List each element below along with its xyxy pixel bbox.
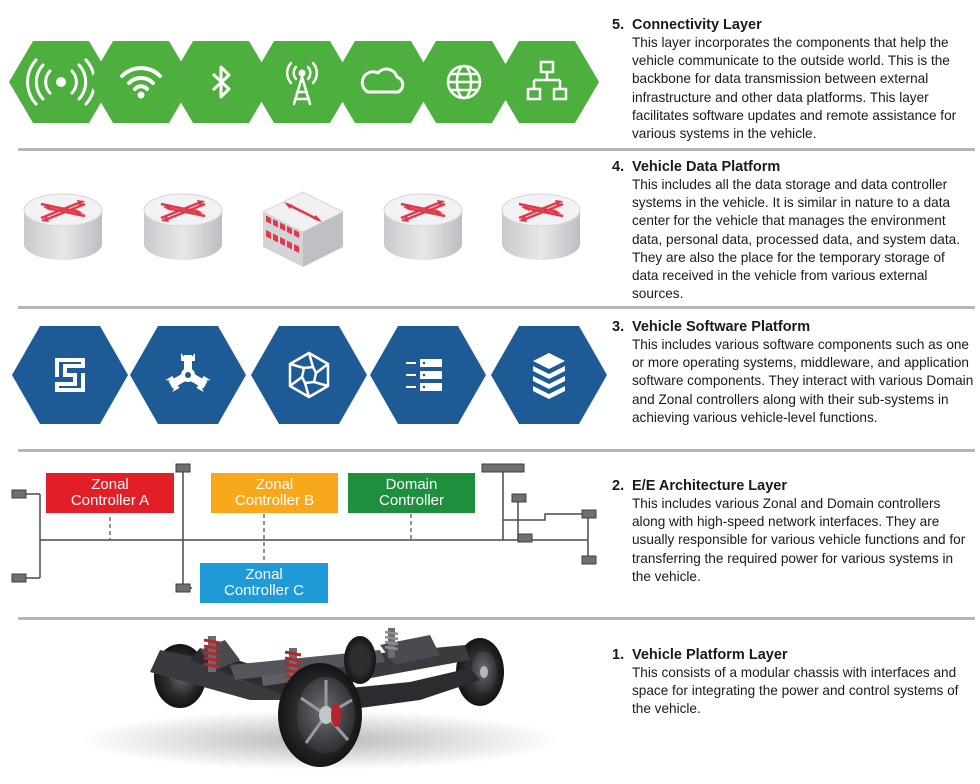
layer-title: 2. E/E Architecture Layer	[612, 477, 974, 495]
connector-port	[511, 493, 527, 503]
radio-signal-icon	[9, 41, 113, 123]
connector-port	[11, 489, 27, 499]
hexagon-spiral-icon	[251, 326, 367, 424]
layer-title: 1. Vehicle Platform Layer	[612, 646, 974, 664]
controller-line2: Controller	[378, 492, 445, 509]
layer-number: 5.	[612, 17, 625, 33]
layers-stack-icon	[491, 326, 607, 424]
software-platform-layer-text: 3. Vehicle Software Platform This includ…	[612, 318, 974, 427]
layer-title-text: E/E Architecture Layer	[632, 478, 787, 494]
layer-title: 3. Vehicle Software Platform	[612, 318, 974, 336]
rear-suspension	[384, 628, 399, 658]
controller-line1: Zonal	[255, 476, 294, 493]
connector-port	[481, 463, 525, 473]
layer-divider	[18, 617, 975, 620]
zonal-controller-b: Zonal Controller B	[211, 473, 338, 513]
front-left-wheel	[278, 663, 362, 767]
connector-port	[517, 533, 533, 543]
connector-port	[175, 583, 191, 593]
controller-line1: Zonal	[245, 566, 283, 583]
tools-icon	[130, 326, 246, 424]
controller-line2: Controller B	[234, 492, 315, 509]
layer-title-text: Connectivity Layer	[632, 17, 762, 33]
ee-architecture-layer-text: 2. E/E Architecture Layer This includes …	[612, 477, 974, 586]
connectivity-layer-text: 5. Connectivity Layer This layer incorpo…	[612, 16, 974, 143]
layer-divider	[18, 306, 975, 309]
front-right-wheel	[344, 636, 376, 684]
layer-divider	[18, 148, 975, 151]
software-platform-icons	[12, 326, 607, 424]
connector-port	[175, 463, 191, 473]
layer-number: 1.	[612, 647, 625, 663]
layer-number: 3.	[612, 319, 625, 335]
data-platform-layer-text: 4. Vehicle Data Platform This includes a…	[612, 158, 974, 303]
controller-line1: Zonal	[91, 476, 129, 493]
layer-description: This includes various software component…	[632, 337, 974, 425]
front-suspension	[203, 636, 302, 684]
ee-architecture-network	[11, 463, 597, 593]
network-icon	[495, 41, 599, 123]
switch-icon	[261, 191, 345, 267]
layer-number: 4.	[612, 159, 625, 175]
server-list-icon	[370, 326, 486, 424]
controller-line1: Domain	[385, 476, 438, 493]
layer-title-text: Vehicle Platform Layer	[632, 647, 788, 663]
layer-title: 5. Connectivity Layer	[612, 16, 974, 34]
zonal-controller-c: Zonal Controller C	[200, 563, 328, 603]
controller-line2: Controller C	[223, 582, 305, 599]
connector-port	[581, 509, 597, 519]
layer-description: This consists of a modular chassis with …	[632, 665, 959, 717]
data-platform-icons	[22, 191, 582, 267]
layer-title: 4. Vehicle Data Platform	[612, 158, 974, 176]
vehicle-chassis-illustration	[80, 628, 560, 770]
layer-title-text: Vehicle Data Platform	[632, 159, 781, 175]
layer-description: This includes all the data storage and d…	[632, 177, 960, 302]
rear-right-wheel	[456, 638, 504, 706]
vehicle-platform-layer-text: 1. Vehicle Platform Layer This consists …	[612, 646, 974, 719]
connector-port	[11, 573, 27, 583]
connectivity-icons	[9, 41, 599, 123]
globe-icon	[412, 41, 516, 123]
layer-description: This includes various Zonal and Domain c…	[632, 496, 966, 584]
framework-icon	[12, 326, 128, 424]
cloud-icon	[331, 41, 435, 123]
layer-divider	[18, 449, 975, 452]
bluetooth-icon	[169, 41, 273, 123]
cell-tower-icon	[250, 41, 354, 123]
domain-controller: Domain Controller	[348, 473, 475, 513]
layer-number: 2.	[612, 478, 625, 494]
wifi-icon	[89, 41, 193, 123]
zonal-controller-a: Zonal Controller A	[46, 473, 174, 513]
connector-port	[581, 555, 597, 565]
controller-line2: Controller A	[70, 492, 150, 509]
layer-title-text: Vehicle Software Platform	[632, 319, 811, 335]
layer-description: This layer incorporates the components t…	[632, 35, 957, 142]
